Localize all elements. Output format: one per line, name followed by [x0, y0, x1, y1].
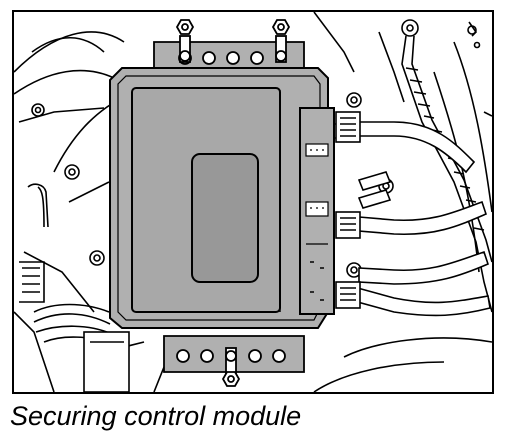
illustration-frame [12, 10, 494, 394]
lower-connector-plug [335, 281, 361, 309]
top-right-bolt [271, 19, 291, 63]
background-fasteners [31, 92, 394, 278]
top-left-bolt [175, 19, 195, 63]
connector-plugs [335, 111, 361, 309]
middle-connector-plug [335, 211, 361, 239]
upper-connector-plug [335, 111, 361, 143]
module-label-plate [191, 153, 259, 283]
figure-caption: Securing control module [10, 401, 302, 431]
control-module [109, 67, 336, 329]
wiring-harness [353, 121, 491, 317]
bottom-bolt [221, 347, 241, 387]
left-wiring-bundle [19, 183, 130, 392]
control-module-diagram [14, 12, 492, 392]
